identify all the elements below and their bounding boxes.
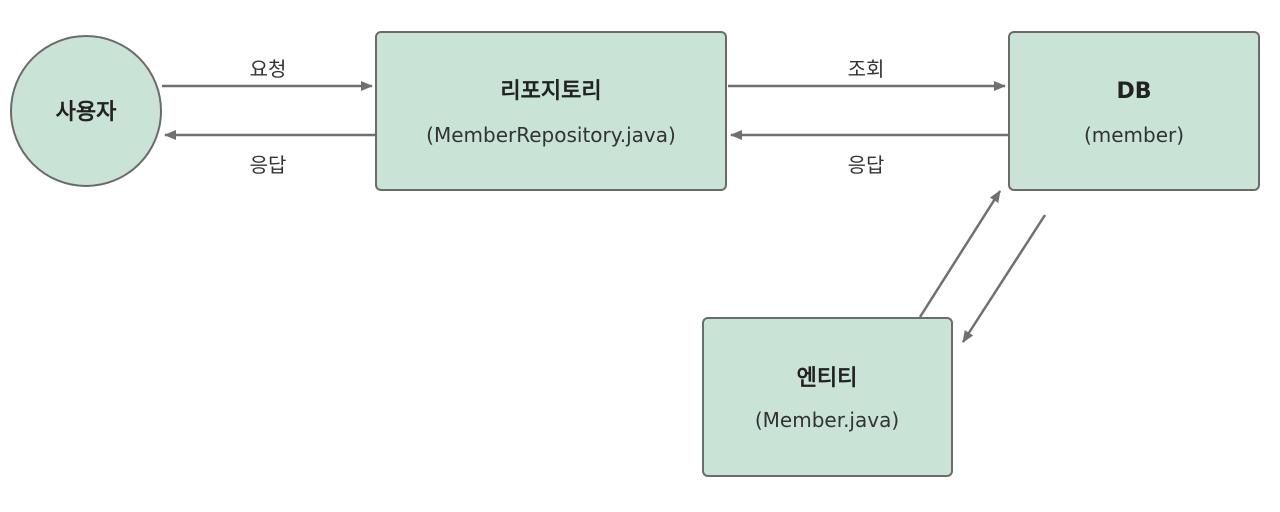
arrow-entity-to-db: [918, 190, 1002, 318]
node-db-subtitle: (member): [1084, 123, 1184, 147]
edge-label-request: 요청: [250, 57, 287, 81]
node-entity-subtitle: (Member.java): [755, 408, 899, 432]
node-repository-subtitle: (MemberRepository.java): [426, 123, 676, 147]
edge-label-response-db: 응답: [848, 153, 885, 177]
node-db: DB (member): [1008, 31, 1260, 191]
node-repository: 리포지토리 (MemberRepository.java): [375, 31, 727, 191]
node-entity: 엔티티 (Member.java): [702, 317, 953, 477]
node-user-title: 사용자: [56, 100, 117, 125]
edge-label-response-user: 응답: [250, 153, 287, 177]
edge-label-query: 조회: [848, 57, 885, 81]
node-repository-title: 리포지토리: [500, 79, 601, 104]
node-entity-title: 엔티티: [797, 366, 858, 391]
node-db-title: DB: [1116, 79, 1151, 104]
node-user: 사용자: [10, 35, 162, 187]
arrow-db-to-entity: [961, 214, 1047, 343]
